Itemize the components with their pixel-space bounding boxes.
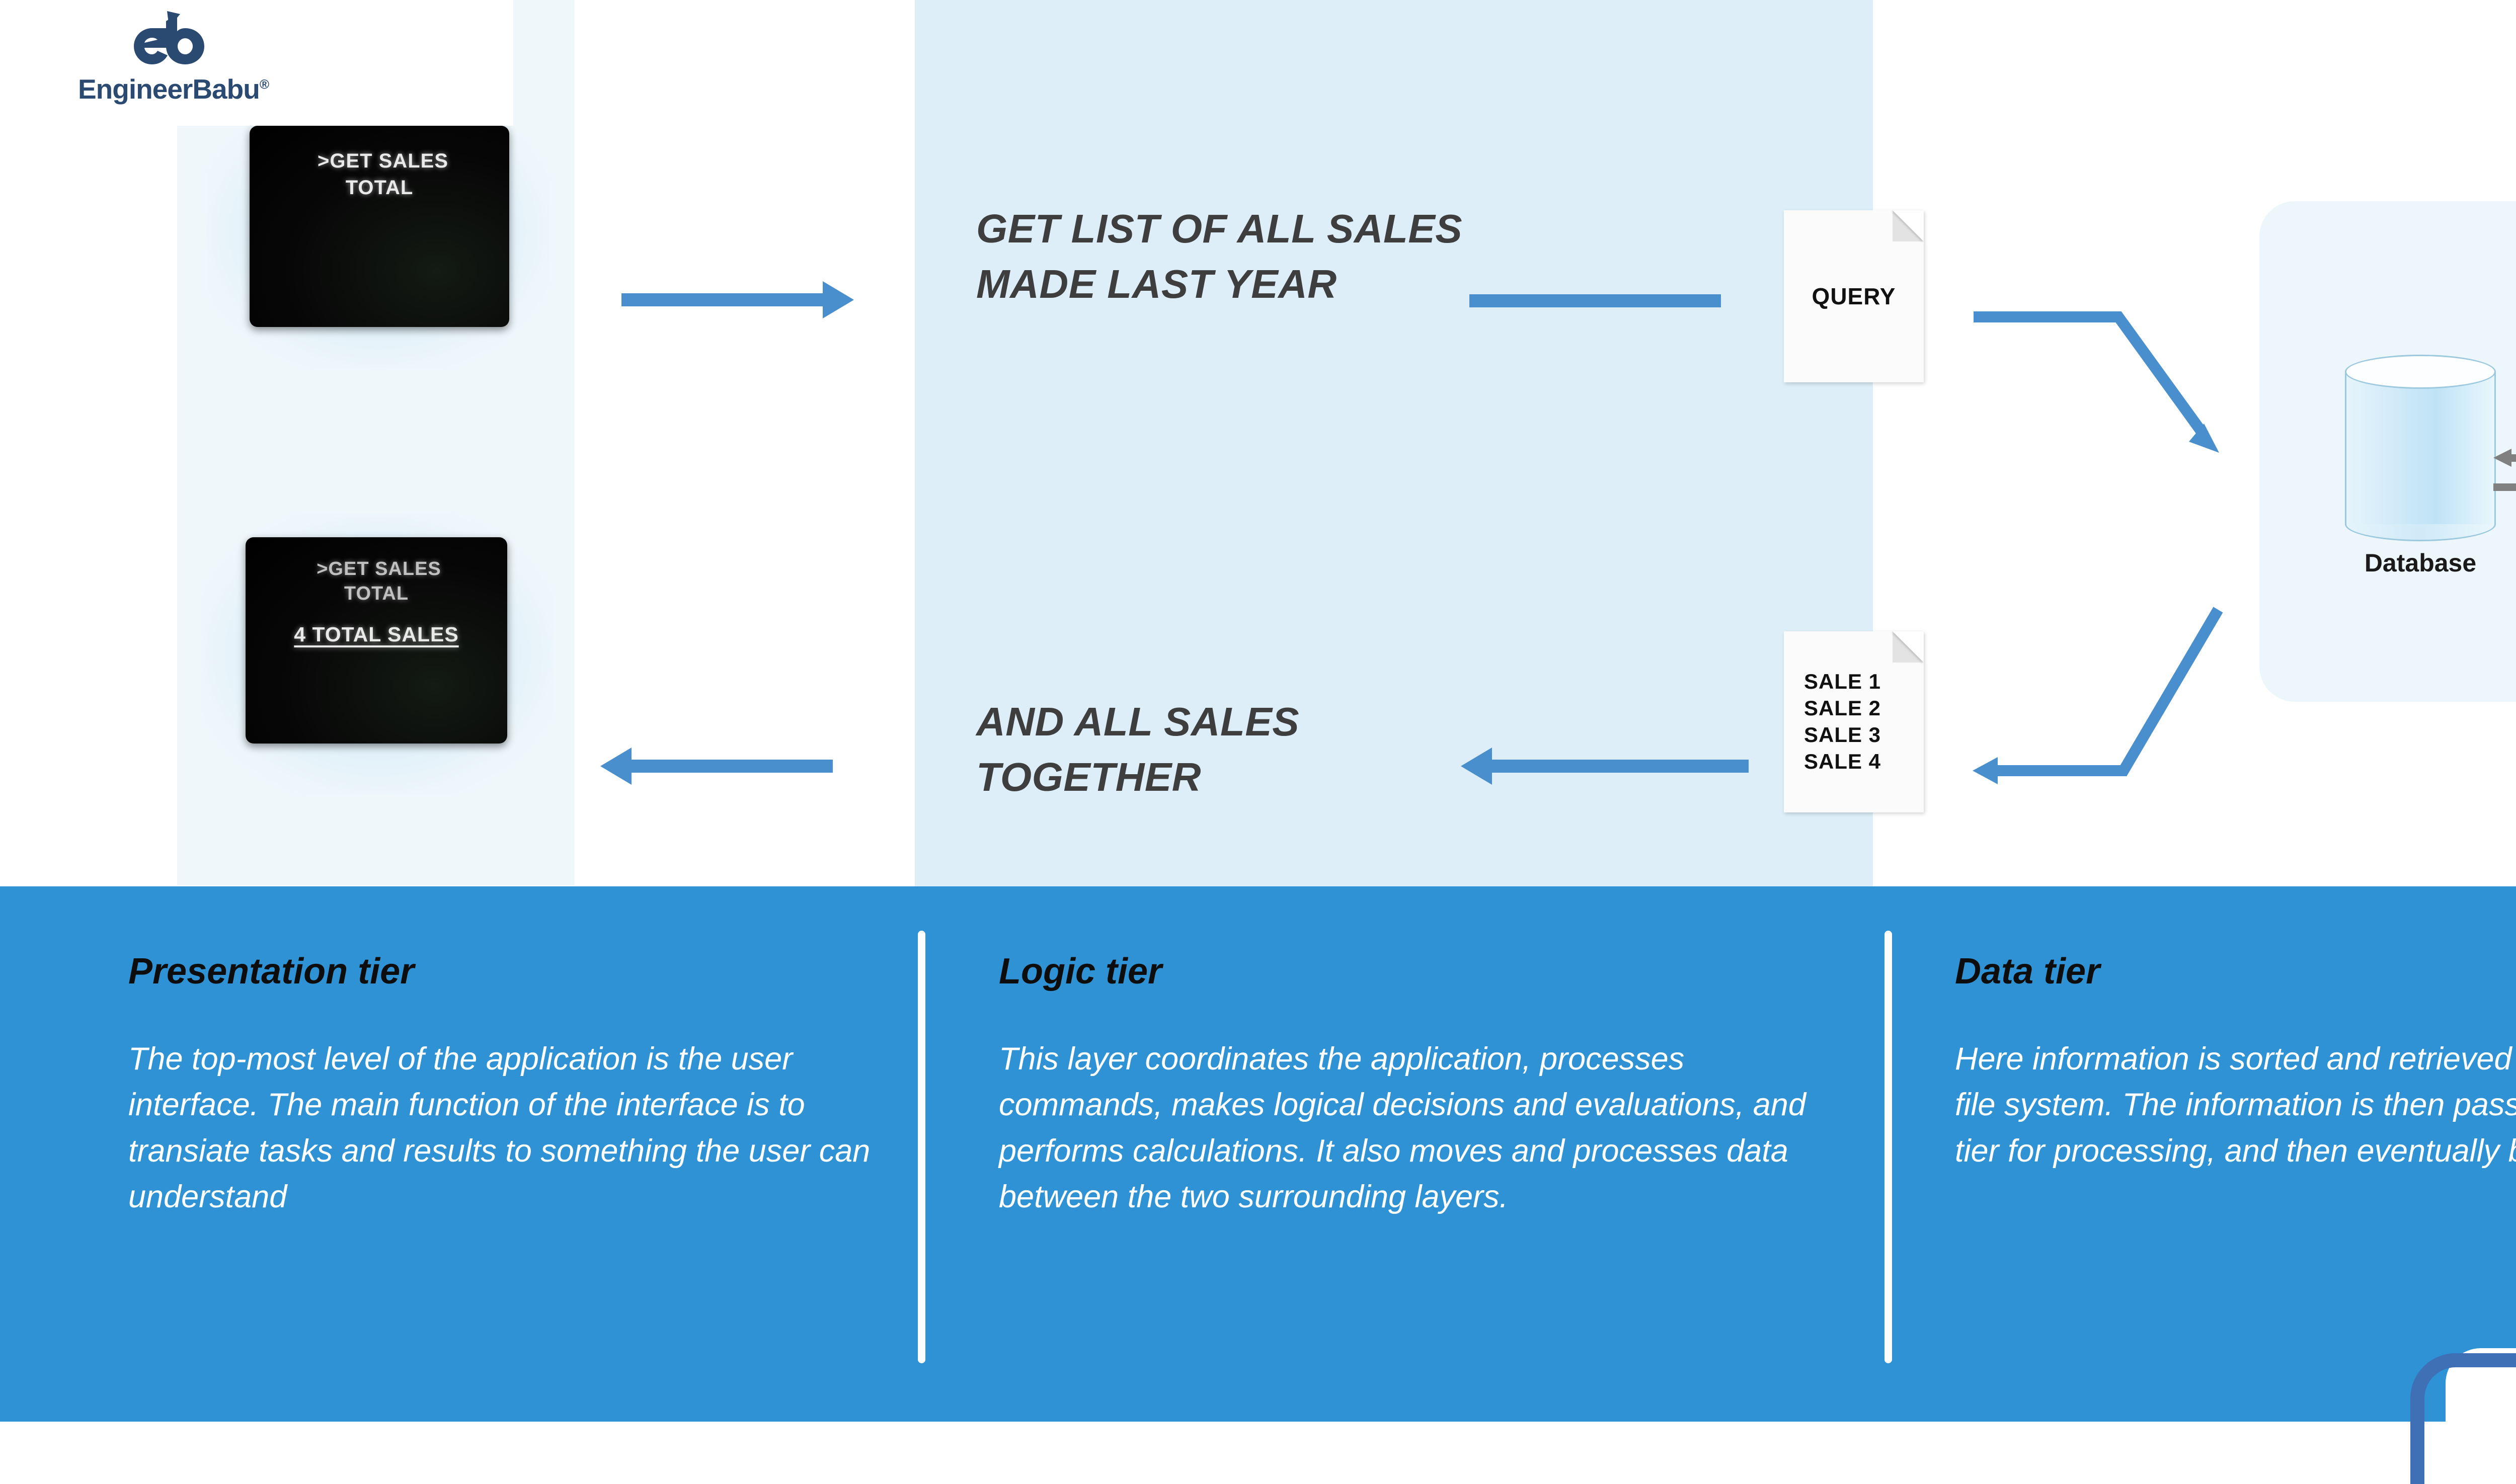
brand-wordmark: EngineerBabu® (78, 73, 294, 105)
terminal-response-line-1: >GET SALES (317, 558, 441, 580)
terminal-response: >GET SALES TOTAL 4 TOTAL SALES (201, 513, 554, 795)
database-storage-sync-arrows-icon (2493, 443, 2516, 508)
sale-line-1: SALE 1 (1804, 670, 1881, 694)
logic-tier-body: This layer coordinates the application, … (999, 1041, 1806, 1215)
terminal-screen: >GET SALES TOTAL (250, 126, 509, 327)
terminal-request: >GET SALES TOTAL (206, 96, 548, 367)
terminal-request-line-1: >GET SALES (317, 150, 449, 172)
query-document-icon: QUERY (1784, 210, 1924, 382)
logic-tier-backdrop (915, 0, 1873, 886)
database-label: Database (2364, 549, 2477, 577)
arrow-query-to-database-icon (1952, 241, 2274, 453)
terminal-response-line-2: TOTAL (344, 583, 409, 604)
sale-line-2: SALE 2 (1804, 696, 1881, 720)
brand-name: EngineerBabu (78, 73, 260, 105)
terminal-request-line-2: TOTAL (345, 177, 414, 199)
statement-request: GET LIST OF ALL SALES MADE LAST YEAR (976, 206, 1463, 307)
data-tier-title: Data tier (1955, 951, 2100, 992)
brand-logo: EngineerBabu® (0, 0, 513, 126)
logic-tier-title: Logic tier (999, 951, 1162, 992)
arrow-database-to-results-icon (1937, 579, 2259, 790)
presentation-tier-body: The top-most level of the application is… (128, 1041, 871, 1215)
sales-lines: SALE 1 SALE 2 SALE 3 SALE 4 (1784, 631, 1924, 812)
database-cylinder-icon (2345, 355, 2496, 541)
tier-divider-2 (1884, 931, 1892, 1363)
eb-monogram-icon (128, 11, 209, 76)
tier-descriptions-band (0, 886, 2516, 1422)
registered-mark: ® (259, 76, 269, 92)
data-tier-body: Here information is sorted and retrieved… (1955, 1041, 2516, 1169)
tier-divider-1 (918, 931, 925, 1363)
terminal-response-result: 4 TOTAL SALES (294, 623, 459, 646)
presentation-tier-title: Presentation tier (128, 951, 415, 992)
statement-response: AND ALL SALES TOGETHER (976, 699, 1300, 800)
sale-line-3: SALE 3 (1804, 723, 1881, 747)
sale-line-4: SALE 4 (1804, 749, 1881, 773)
footer-swoosh-blue (2410, 1353, 2516, 1484)
query-document-label: QUERY (1812, 283, 1896, 309)
terminal-screen: >GET SALES TOTAL 4 TOTAL SALES (246, 537, 507, 744)
sales-results-document-icon: SALE 1 SALE 2 SALE 3 SALE 4 (1784, 631, 1924, 812)
